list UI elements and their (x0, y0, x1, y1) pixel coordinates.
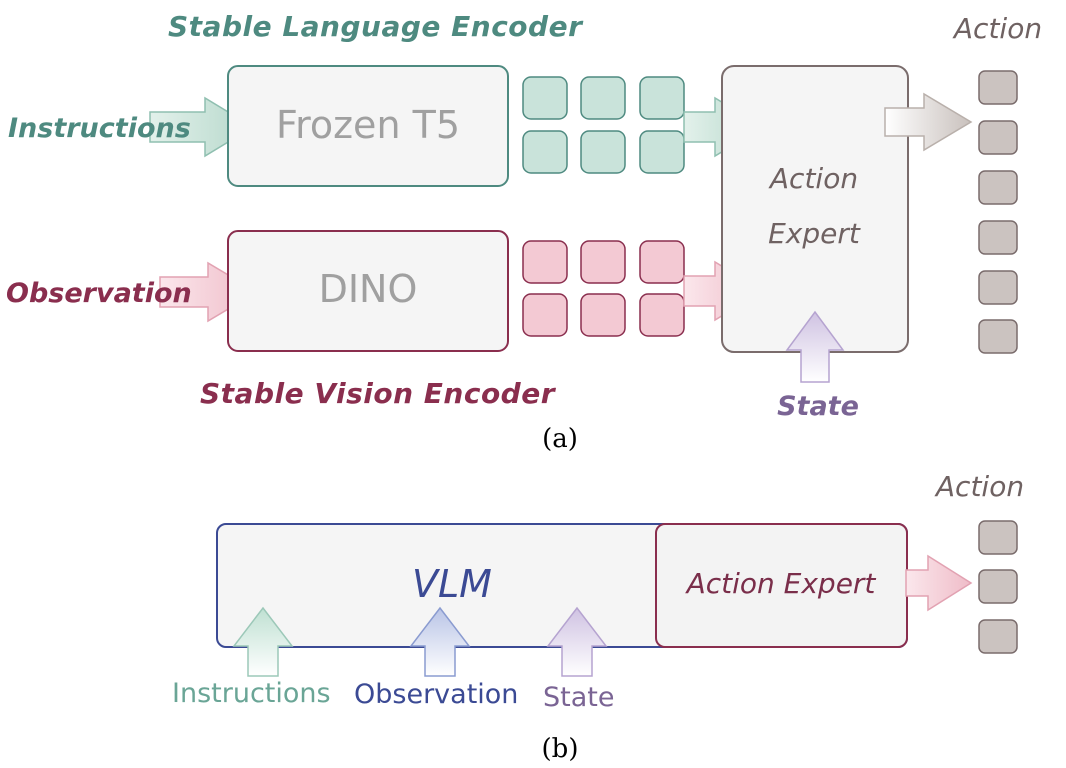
observation-label: Observation (6, 278, 192, 309)
action-token (978, 619, 1018, 654)
vision-encoder-title: Stable Vision Encoder (200, 377, 557, 410)
vision-token (522, 293, 568, 337)
action-tokens (978, 70, 1018, 354)
panel-a-caption: (a) (542, 424, 578, 454)
action-token (978, 170, 1018, 205)
vision-token (580, 240, 626, 284)
panel-b: Action VLM Action Expert Instructions Ob… (172, 470, 1024, 764)
vision-token (639, 293, 685, 337)
vlm-label: VLM (412, 562, 492, 606)
language-tokens (522, 76, 685, 174)
state-input-arrow-b (546, 606, 608, 677)
language-token (522, 130, 568, 174)
action-token (978, 319, 1018, 354)
action-token (978, 120, 1018, 155)
action-expert-label-b: Action Expert (685, 567, 877, 600)
instructions-label-b: Instructions (172, 678, 331, 709)
action-output-arrow-b (905, 554, 973, 612)
language-token (580, 130, 626, 174)
language-encoder-title: Stable Language Encoder (168, 10, 584, 43)
action-token (978, 70, 1018, 105)
vision-token (639, 240, 685, 284)
action-token (978, 569, 1018, 604)
instructions-input-arrow-b (232, 606, 294, 677)
action-expert-label-line2: Expert (768, 217, 861, 250)
state-label: State (777, 391, 859, 422)
action-expert-label-line1: Action (768, 162, 858, 195)
action-token (978, 270, 1018, 305)
frozen-t5-box (227, 65, 509, 187)
action-output-arrow (884, 92, 973, 152)
vision-token (580, 293, 626, 337)
language-token (580, 76, 626, 120)
language-token (639, 130, 685, 174)
dino-box (227, 230, 509, 352)
action-title: Action (952, 12, 1042, 45)
panel-b-caption: (b) (542, 734, 579, 764)
language-token (639, 76, 685, 120)
action-tokens-b (978, 520, 1018, 654)
state-input-arrow (785, 310, 845, 383)
language-token (522, 76, 568, 120)
dino-label: DINO (319, 267, 418, 311)
observation-input-arrow-b (409, 606, 471, 677)
instructions-label: Instructions (8, 113, 191, 144)
panel-a: Stable Language Encoder Instructions Fro… (6, 10, 1042, 454)
state-label-b: State (543, 682, 614, 713)
vision-tokens (522, 240, 685, 337)
action-token (978, 520, 1018, 555)
frozen-t5-label: Frozen T5 (276, 103, 460, 147)
action-title-b: Action (934, 470, 1024, 503)
vision-token (522, 240, 568, 284)
observation-label-b: Observation (354, 679, 518, 710)
action-expert-box (721, 65, 909, 353)
action-token (978, 220, 1018, 255)
